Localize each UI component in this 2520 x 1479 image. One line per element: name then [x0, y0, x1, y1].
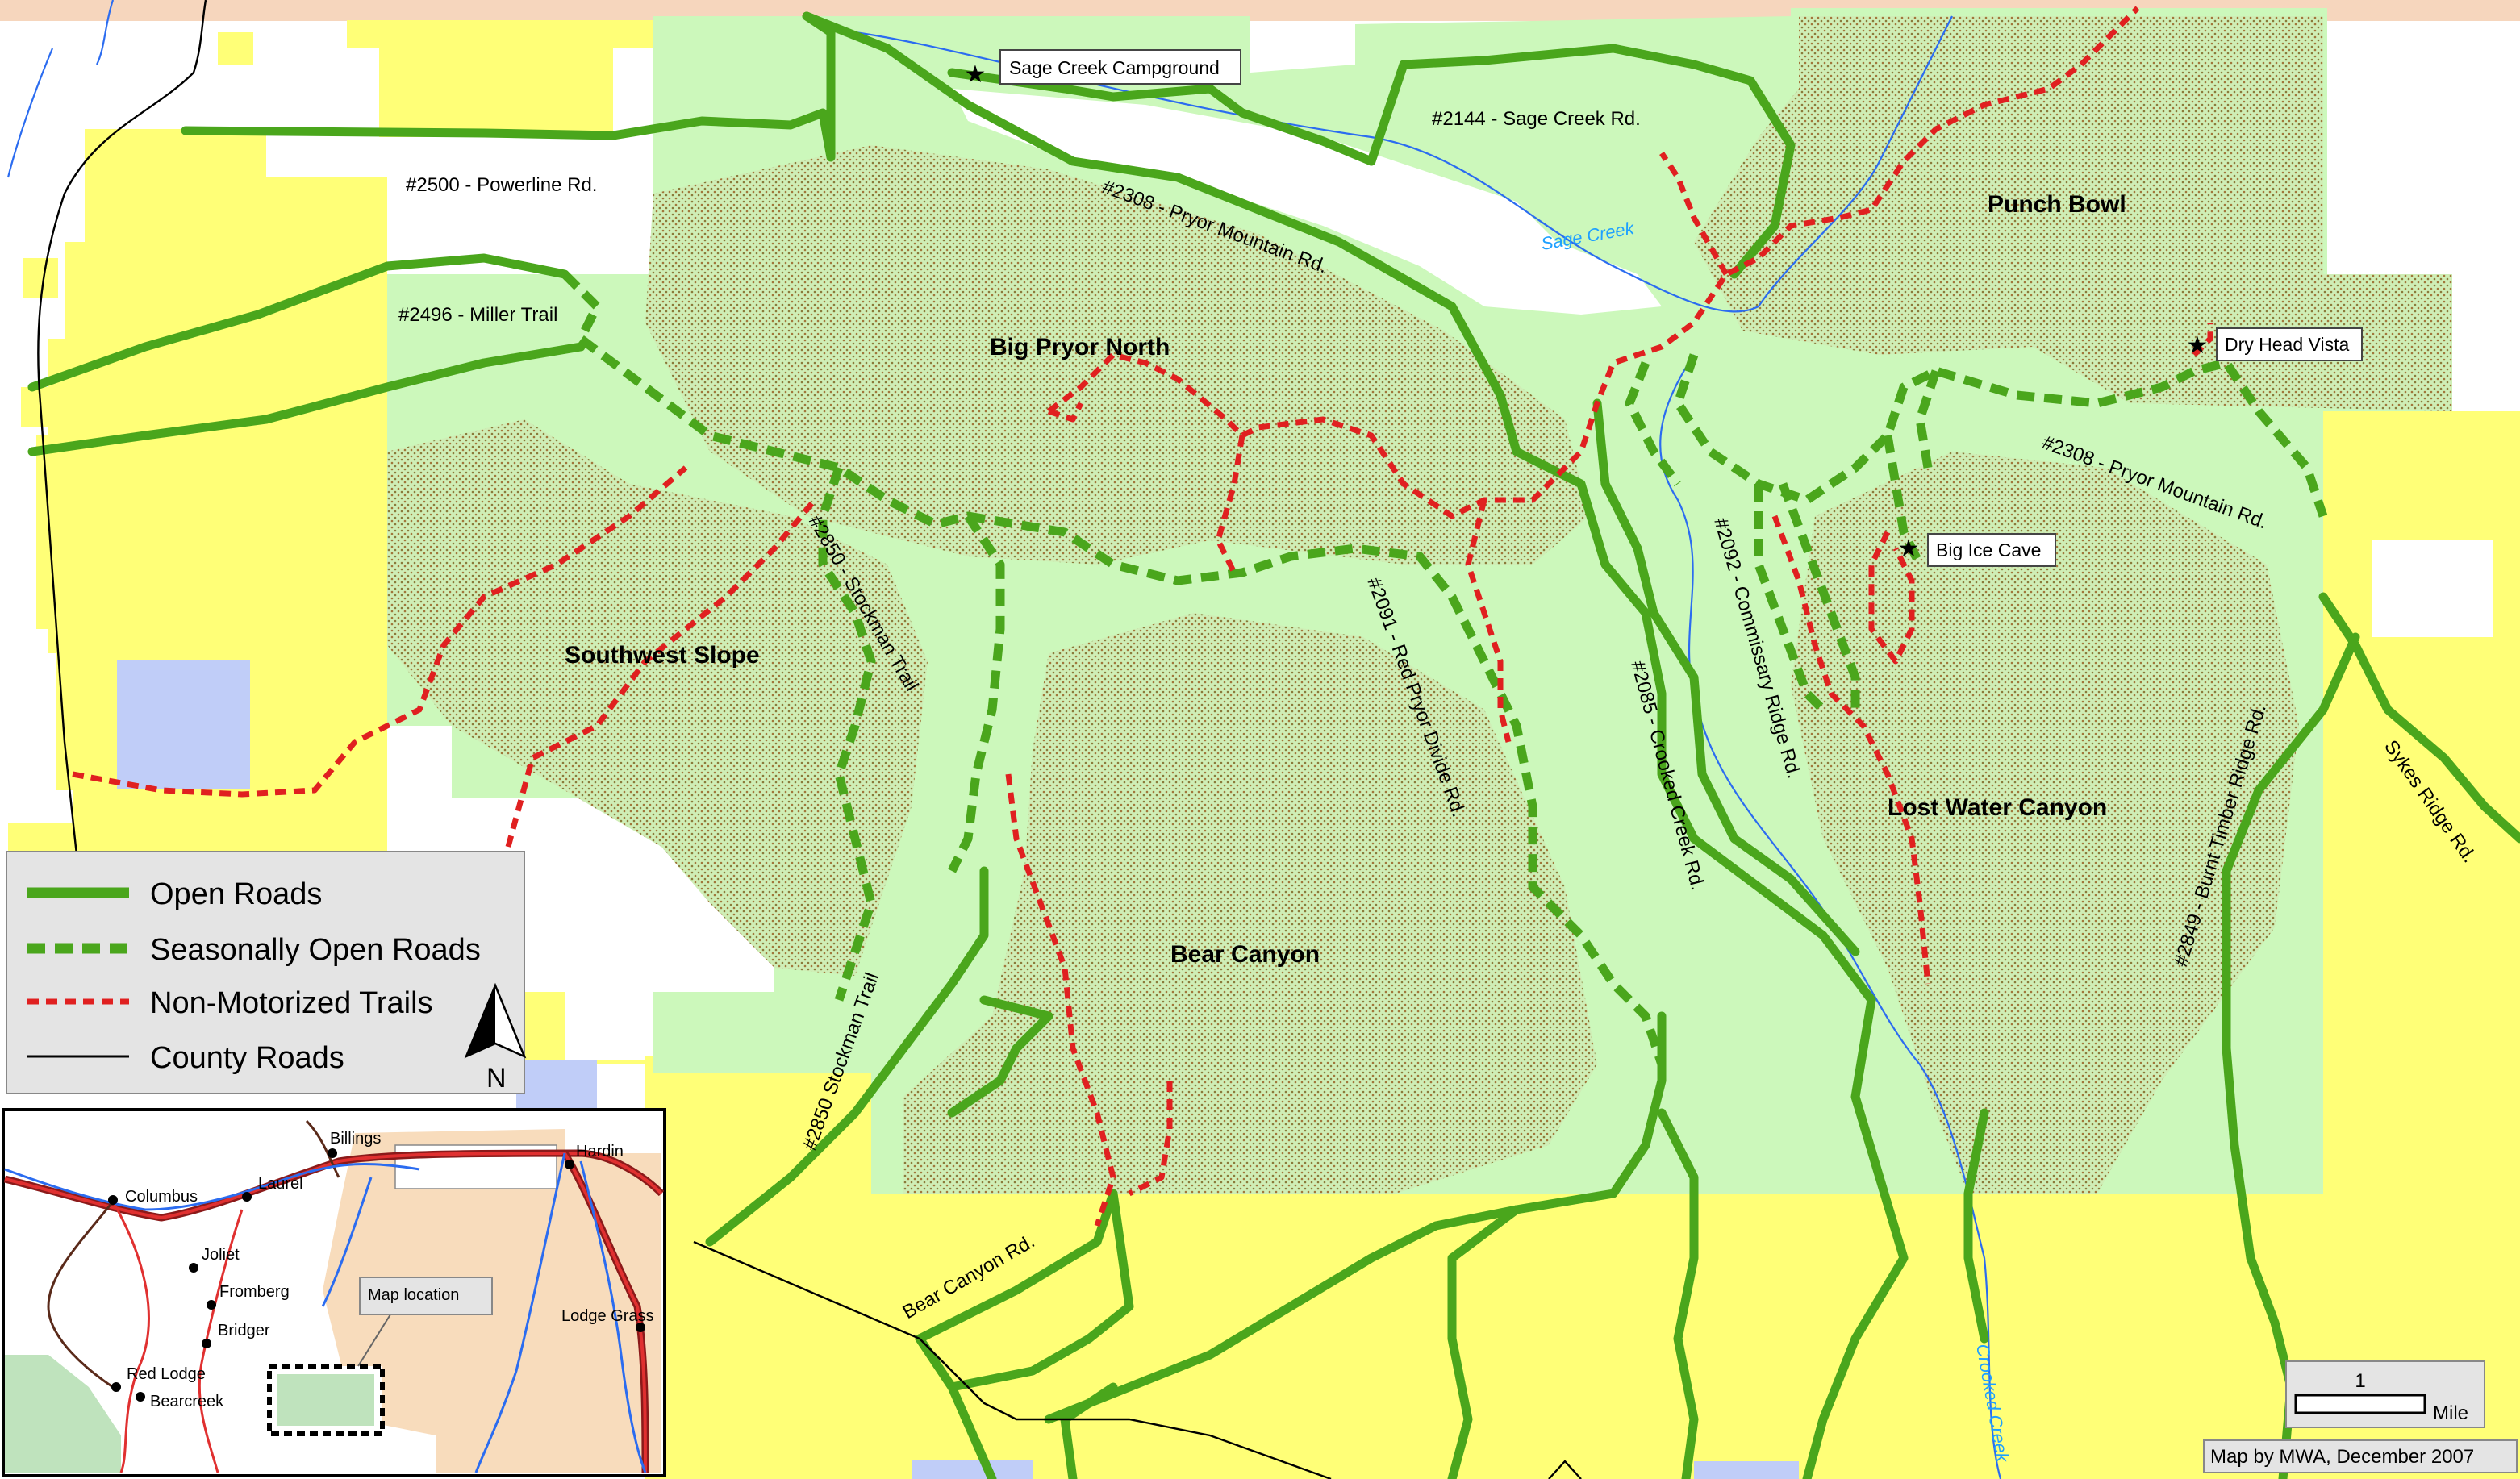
inset-interstate-south-center — [563, 1152, 647, 1473]
north-arrow-icon: N — [464, 982, 527, 1094]
inset-river-bighorn — [474, 1152, 566, 1473]
area-lost-water-canyon: Lost Water Canyon — [1888, 794, 2107, 821]
star-icon: ★ — [1898, 535, 1920, 562]
inset-city-joliet: Joliet — [202, 1246, 240, 1264]
inset-river-yellowstone — [4, 1162, 420, 1211]
north-label: N — [486, 1063, 507, 1094]
legend-label-county-roads: County Roads — [150, 1041, 344, 1075]
inset-map-location-fill — [277, 1374, 374, 1426]
water-bodies — [117, 660, 1799, 1479]
inset-map: Map location Billings Hardin Columbus La… — [2, 1108, 666, 1477]
inset-city-bridger: Bridger — [218, 1322, 270, 1339]
inset-callout-label: Map location — [368, 1286, 459, 1304]
poi-callout-box — [2216, 327, 2363, 361]
poi-big-ice-cave[interactable]: ★ Big Ice Cave — [1898, 533, 2056, 567]
inset-county-road-west — [47, 1201, 115, 1389]
area-bear-canyon: Bear Canyon — [1170, 941, 1320, 968]
label-miller-trail: #2496 - Miller Trail — [398, 304, 557, 326]
inset-city-red-lodge: Red Lodge — [127, 1365, 206, 1383]
poi-callout-box — [1927, 533, 2056, 567]
label-powerline-rd: #2500 - Powerline Rd. — [406, 174, 597, 196]
legend: Open Roads Seasonally Open Roads Non-Mot… — [6, 851, 527, 1094]
inset-river-clarks-fork — [321, 1177, 373, 1307]
open-roads — [27, 11, 2520, 1479]
star-icon: ★ — [965, 61, 987, 88]
legend-label-open-roads: Open Roads — [150, 877, 322, 911]
trails — [72, 6, 2213, 1227]
inset-city-hardin: Hardin — [576, 1143, 624, 1160]
area-big-pryor-north: Big Pryor North — [990, 334, 1170, 360]
credit-text: Map by MWA, December 2007 — [2210, 1446, 2474, 1468]
inset-city-billings: Billings — [330, 1130, 381, 1148]
label-sage-creek-rd: #2144 - Sage Creek Rd. — [1432, 108, 1641, 130]
inset-county-road-north — [305, 1119, 340, 1178]
scale-bar-graphic — [2294, 1394, 2426, 1414]
seasonal-roads — [561, 271, 2328, 1066]
map-credit: Map by MWA, December 2007 — [2203, 1439, 2518, 1473]
county-roads — [37, 0, 1582, 1479]
poi-label-sage-creek-campground: Sage Creek Campground — [1009, 57, 1220, 78]
inset-highway-west — [111, 1201, 150, 1473]
poi-dry-head-vista[interactable]: ★ Dry Head Vista — [2187, 327, 2363, 361]
inset-city-fromberg: Fromberg — [219, 1283, 290, 1301]
inset-city-lodge-grass: Lodge Grass — [561, 1307, 654, 1325]
inset-city-dots — [108, 1148, 645, 1402]
scale-value: 1 — [2355, 1370, 2365, 1392]
inset-city-bearcreek: Bearcreek — [150, 1393, 224, 1410]
area-punch-bowl: Punch Bowl — [1988, 191, 2126, 218]
inset-river-little-bighorn — [579, 1160, 647, 1473]
poi-label-dry-head-vista: Dry Head Vista — [2225, 334, 2349, 355]
inset-callout-box — [359, 1277, 493, 1315]
scale-unit: Mile — [2433, 1402, 2468, 1424]
poi-callout-box — [999, 49, 1241, 85]
poi-label-big-ice-cave: Big Ice Cave — [1936, 540, 2041, 560]
credit-panel — [2203, 1439, 2518, 1473]
area-southwest-slope: Southwest Slope — [565, 642, 760, 669]
legend-label-seasonal-roads: Seasonally Open Roads — [150, 933, 481, 967]
inset-city-laurel: Laurel — [258, 1175, 303, 1193]
legend-label-trails: Non-Motorized Trails — [150, 986, 433, 1020]
inset-city-columbus: Columbus — [125, 1188, 198, 1206]
inset-forest — [5, 1355, 121, 1473]
inset-callout-line — [357, 1314, 391, 1367]
star-icon: ★ — [2187, 332, 2209, 359]
inset-highway-central — [198, 1209, 244, 1473]
poi-sage-creek-campground[interactable]: ★ Sage Creek Campground — [965, 49, 1241, 88]
scale-bar: 1 Mile — [2285, 1360, 2485, 1428]
forest-areas — [387, 16, 2452, 1194]
